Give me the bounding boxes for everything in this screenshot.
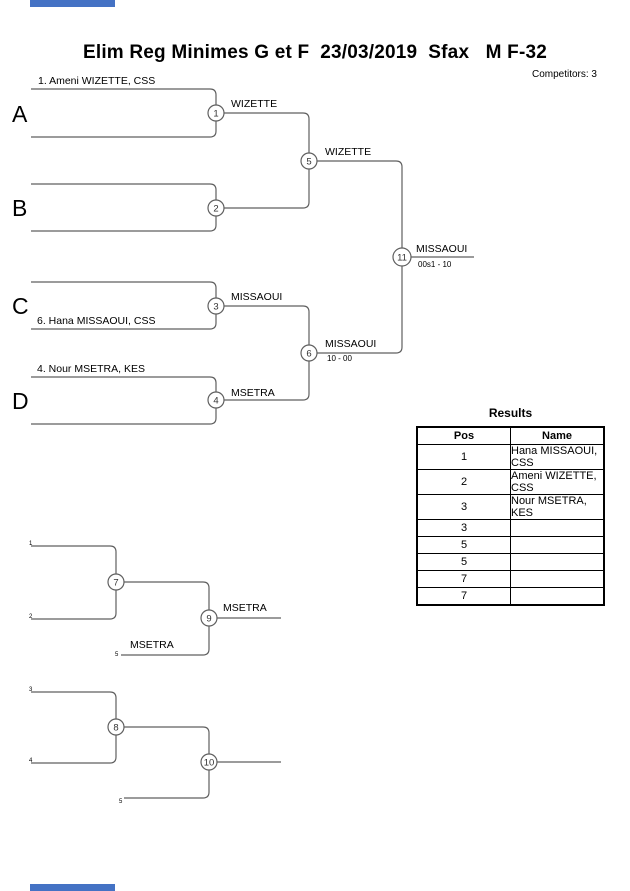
seed-player-a: 1. Ameni WIZETTE, CSS [38, 75, 156, 87]
match-11-winner: MISSAOUI [416, 243, 468, 255]
match-11-number: 11 [397, 253, 407, 264]
match-5-circle [300, 152, 318, 170]
results-header-pos: Pos [416, 426, 511, 445]
match-1-circle [207, 104, 225, 122]
match-4-number: 4 [213, 396, 218, 407]
bracket-line-match11 [317, 160, 403, 354]
bracket-line-match7 [31, 545, 117, 620]
bracket-line-match5 [224, 112, 310, 209]
bracket-line-group-a [31, 88, 217, 138]
results-header-row: Pos Name [416, 426, 605, 445]
bracket-line-match8 [31, 691, 117, 764]
top-page-marker-bar [30, 0, 115, 7]
bottom-page-marker-bar [30, 884, 115, 891]
bracket-line-match10 [124, 726, 210, 799]
match-6-winner: MISSAOUI [325, 338, 377, 350]
consolation-pos-4: 4 [29, 758, 33, 764]
consolation-pos-3: 3 [29, 687, 33, 693]
table-row: 3 [416, 519, 605, 537]
match-3-circle [207, 297, 225, 315]
seed-player-d: 4. Nour MSETRA, KES [37, 363, 145, 375]
competitors-count: Competitors: 3 [531, 69, 597, 80]
match-5-number: 5 [306, 157, 311, 168]
match-9-entrant: MSETRA [130, 639, 174, 651]
result-name [510, 536, 605, 554]
match-7-circle [107, 573, 125, 591]
table-row: 5 [416, 553, 605, 571]
result-name [510, 570, 605, 588]
result-name [510, 553, 605, 571]
table-row: 7 [416, 587, 605, 606]
table-row: 7 [416, 570, 605, 588]
result-name: Nour MSETRA, KES [510, 494, 605, 520]
results-header-name: Name [510, 426, 605, 445]
result-pos: 5 [416, 553, 511, 571]
result-name [510, 519, 605, 537]
match-8-number: 8 [113, 723, 118, 734]
match-6-number: 6 [306, 349, 311, 360]
consolation-pos-5b: 5 [119, 799, 123, 805]
result-pos: 3 [416, 494, 511, 520]
results-title: Results [488, 406, 533, 420]
seed-player-c: 6. Hana MISSAOUI, CSS [37, 315, 156, 327]
match-11-score: 00s1 - 10 [418, 260, 452, 269]
match-6-circle [300, 344, 318, 362]
group-letter-a: A [12, 101, 28, 127]
result-name: Ameni WIZETTE, CSS [510, 469, 605, 495]
match-3-winner: MISSAOUI [231, 291, 283, 303]
result-name [510, 587, 605, 606]
group-letter-c: C [12, 293, 29, 319]
bracket-line-group-b [31, 183, 217, 232]
result-pos: 3 [416, 519, 511, 537]
match-10-circle [200, 753, 218, 771]
match-1-winner: WIZETTE [231, 98, 278, 110]
result-pos: 7 [416, 570, 511, 588]
match-4-circle [207, 391, 225, 409]
table-row: 1 Hana MISSAOUI, CSS [416, 444, 605, 470]
table-row: 2 Ameni WIZETTE, CSS [416, 469, 605, 495]
bracket-line-group-d [31, 376, 217, 425]
result-pos: 2 [416, 469, 511, 495]
consolation-pos-1: 1 [29, 541, 33, 547]
results-table: Pos Name 1 Hana MISSAOUI, CSS 2 Ameni WI… [416, 426, 605, 606]
bracket-line-match6 [224, 305, 310, 401]
result-pos: 1 [416, 444, 511, 470]
match-2-number: 2 [213, 204, 218, 215]
match-8-circle [107, 718, 125, 736]
match-2-circle [207, 199, 225, 217]
match-5-winner: WIZETTE [325, 146, 372, 158]
consolation-pos-5a: 5 [115, 652, 119, 658]
match-1-number: 1 [213, 109, 218, 120]
match-9-circle [200, 609, 218, 627]
result-name: Hana MISSAOUI, CSS [510, 444, 605, 470]
consolation-pos-2: 2 [29, 614, 33, 620]
match-11-circle [392, 247, 412, 267]
group-letter-b: B [12, 195, 28, 221]
match-10-number: 10 [204, 758, 215, 769]
group-letter-d: D [12, 388, 29, 414]
table-row: 3 Nour MSETRA, KES [416, 494, 605, 520]
match-4-winner: MSETRA [231, 387, 275, 399]
page-title: Elim Reg Minimes G et F 23/03/2019 Sfax … [82, 42, 548, 63]
result-pos: 7 [416, 587, 511, 606]
table-row: 5 [416, 536, 605, 554]
match-7-number: 7 [113, 578, 118, 589]
match-9-winner: MSETRA [223, 602, 267, 614]
result-pos: 5 [416, 536, 511, 554]
match-6-score: 10 - 00 [327, 354, 352, 363]
match-9-number: 9 [206, 614, 211, 625]
match-3-number: 3 [213, 302, 218, 313]
